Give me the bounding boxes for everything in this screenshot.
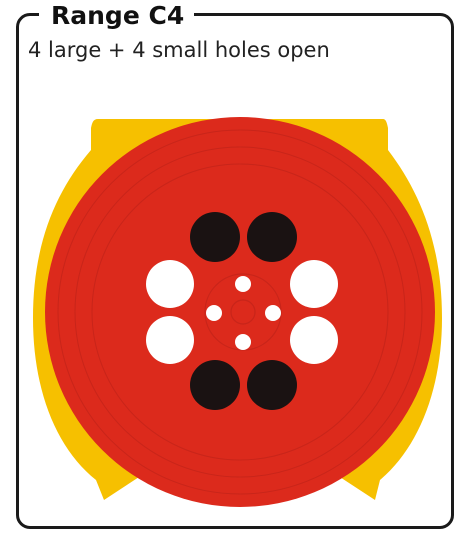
closed-large-hole: [247, 212, 297, 262]
open-small-hole: [206, 305, 222, 321]
open-small-hole: [235, 334, 251, 350]
open-small-hole: [235, 276, 251, 292]
open-large-hole: [146, 260, 194, 308]
open-large-hole: [146, 316, 194, 364]
open-large-hole: [290, 316, 338, 364]
open-large-hole: [290, 260, 338, 308]
closed-large-hole: [247, 360, 297, 410]
open-small-hole: [265, 305, 281, 321]
closed-large-hole: [190, 212, 240, 262]
dial-disc: [45, 117, 435, 507]
closed-large-hole: [190, 360, 240, 410]
